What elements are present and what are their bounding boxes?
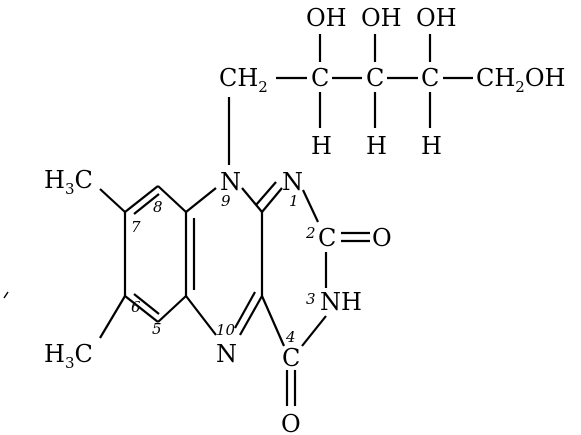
atom-c-1: C xyxy=(311,64,329,92)
bond-c9a-n1 xyxy=(261,187,283,213)
atom-n-9: N xyxy=(220,168,241,196)
bond-c7-me xyxy=(99,188,126,213)
locant-5: 5 xyxy=(152,320,162,338)
locant-numbers: 1 2 3 4 5 6 7 8 9 10 xyxy=(131,192,316,346)
bond-c10a-n10-inner xyxy=(234,291,256,329)
locant-2: 2 xyxy=(305,224,316,242)
atom-c-2-ring: C xyxy=(318,224,336,252)
atom-oh-3: OH xyxy=(416,4,457,32)
atom-ch2oh-ch: CH xyxy=(476,64,515,92)
bond-c9a-n1-inner xyxy=(255,181,277,206)
locant-10: 10 xyxy=(216,321,236,339)
atom-methyl-6-c: C xyxy=(74,340,92,368)
locant-3: 3 xyxy=(306,290,316,308)
atom-methyl-6: H3C xyxy=(44,340,93,372)
atom-methyl-7: H3C xyxy=(44,166,93,198)
bond-n3-c4 xyxy=(301,315,327,347)
atom-c-3: C xyxy=(421,64,439,92)
atom-o-2: O xyxy=(372,224,392,252)
atom-oh-1: OH xyxy=(306,4,347,32)
atom-h-3: H xyxy=(421,132,442,160)
bond-n10-c4a xyxy=(185,295,217,336)
atom-methyl-7-c: C xyxy=(74,166,92,194)
atom-c-4: C xyxy=(282,344,300,372)
atom-ch2oh: CH2OH xyxy=(476,64,565,96)
bond-n9-c9a xyxy=(241,187,263,213)
locant-9: 9 xyxy=(221,192,231,210)
atom-ch2oh-oh: OH xyxy=(525,64,566,92)
locant-7: 7 xyxy=(131,218,141,236)
bond-c5-c4a xyxy=(157,295,187,323)
atom-methyl-6-sub: 3 xyxy=(65,354,75,372)
atom-ch2oh-sub: 2 xyxy=(515,78,525,96)
bond-c8-c8a xyxy=(157,185,187,213)
atom-n-1: N xyxy=(282,168,303,196)
bond-c6-c5-inner xyxy=(133,293,160,315)
bond-c10a-n10 xyxy=(239,295,263,336)
atom-n-10: N xyxy=(216,340,237,368)
atom-h-1: H xyxy=(311,132,332,160)
atom-methyl-7-h: H xyxy=(44,166,65,194)
bond-c6-me xyxy=(99,295,126,339)
atom-labels: OH OH OH CH2 C C C CH2OH H H H N N C O N… xyxy=(44,4,565,435)
bonds xyxy=(99,34,473,406)
atom-methyl-6-h: H xyxy=(44,340,65,368)
atom-ch2-ch: CH xyxy=(219,64,258,92)
bond-c7-c8-inner xyxy=(133,193,160,215)
atom-ch2: CH2 xyxy=(219,64,268,96)
locant-4: 4 xyxy=(285,328,296,346)
atom-c-2: C xyxy=(366,64,384,92)
locant-6: 6 xyxy=(131,298,141,316)
stray-mark xyxy=(3,291,9,299)
atom-methyl-7-sub: 3 xyxy=(65,180,75,198)
bond-c8a-n9 xyxy=(185,187,217,213)
bond-c6-c5 xyxy=(124,295,159,323)
bond-c7-c8 xyxy=(124,185,159,213)
bond-n1-c2 xyxy=(302,189,319,223)
atom-h-2: H xyxy=(366,132,387,160)
locant-1: 1 xyxy=(289,192,299,210)
atom-oh-2: OH xyxy=(361,4,402,32)
locant-8: 8 xyxy=(153,198,163,216)
atom-ch2-sub: 2 xyxy=(258,78,268,96)
bond-c4-c10a xyxy=(260,295,286,347)
atom-nh-3: NH xyxy=(320,288,362,316)
atom-o-4: O xyxy=(281,410,301,435)
